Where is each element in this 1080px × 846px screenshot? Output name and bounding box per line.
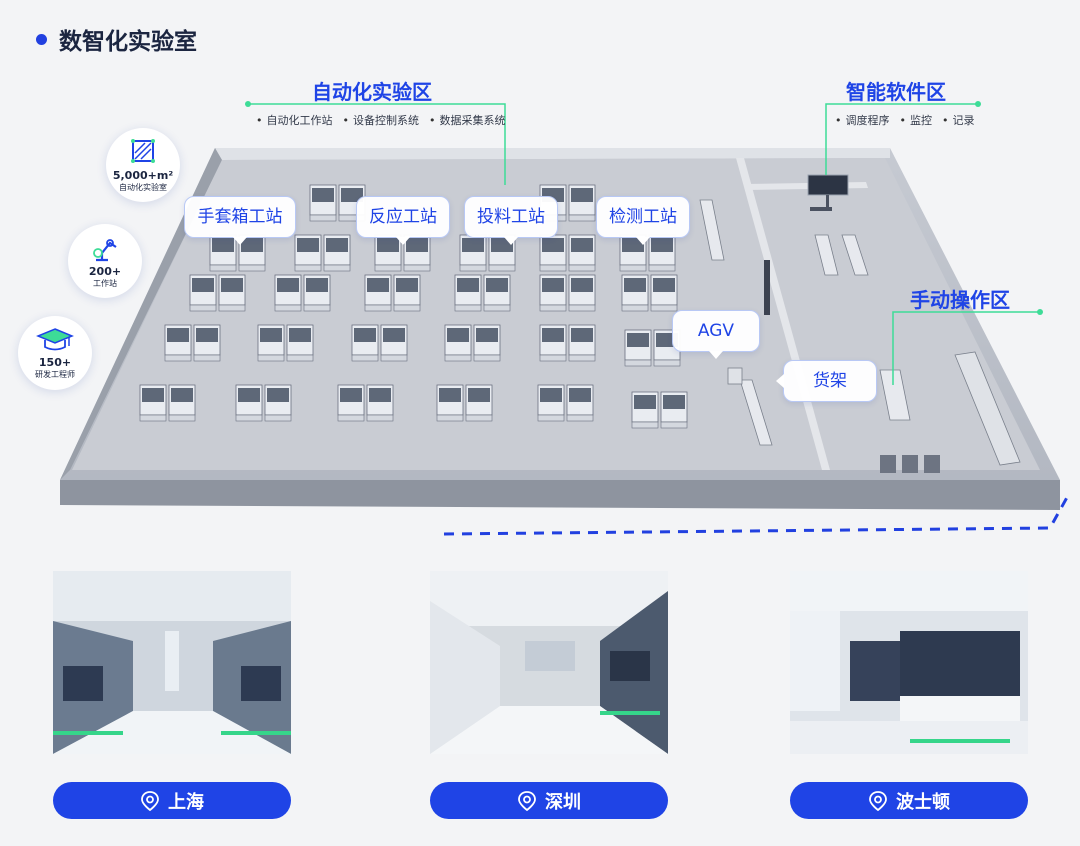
title-bullet	[36, 33, 47, 45]
callout-dot-software	[975, 101, 981, 107]
zone-item: 设备控制系统	[343, 112, 419, 128]
graduation-cap-icon	[36, 328, 74, 351]
label-agv: AGV	[672, 310, 760, 359]
location-pin-icon	[869, 790, 887, 811]
stat-label: 工作站	[93, 279, 117, 288]
zone-sub-software: 调度程序 监控 记录	[835, 112, 975, 128]
callout-dot-manual	[1037, 309, 1043, 315]
dashed-connector	[443, 491, 1072, 536]
location-button-shanghai[interactable]: 上海	[53, 782, 291, 819]
page-title: 数智化实验室	[59, 29, 197, 55]
location-label: 上海	[168, 791, 204, 813]
stat-label: 研发工程师	[35, 370, 75, 379]
software-zone-equipment	[807, 174, 1021, 473]
stat-number: 200+	[88, 265, 122, 278]
zone-item: 调度程序	[835, 112, 890, 128]
stat-number: 5,000+m²	[112, 169, 174, 182]
agv-racks	[699, 199, 773, 446]
zone-sub-automation: 自动化工作站 设备控制系统 数据采集系统	[256, 112, 506, 128]
label-shelf: 货架	[776, 360, 877, 402]
location-button-boston[interactable]: 波士顿	[790, 782, 1028, 819]
stat-number: 150+	[38, 356, 72, 369]
label-glovebox-station: 手套箱工站	[184, 196, 296, 245]
callout-dot-auto	[245, 101, 251, 107]
label-reaction-station: 反应工站	[356, 196, 450, 245]
zone-item: 自动化工作站	[256, 112, 333, 128]
location-label: 波士顿	[896, 791, 950, 813]
photo-shanghai-lab	[53, 571, 291, 754]
callout-lines	[248, 103, 1040, 385]
zone-title-manual: 手动操作区	[910, 288, 1010, 312]
location-pin-icon	[141, 790, 159, 811]
label-feeding-station: 投料工站	[464, 196, 558, 245]
robot-arm-icon	[93, 239, 117, 262]
location-button-shenzhen[interactable]: 深圳	[430, 782, 668, 819]
zone-title-software: 智能软件区	[846, 80, 946, 104]
zone-title-automation: 自动化实验区	[312, 80, 432, 104]
lab-area-icon	[131, 139, 155, 163]
location-pin-icon	[518, 790, 536, 811]
stat-workstations: 200+ 工作站	[68, 224, 142, 298]
stat-label: 自动化实验室	[119, 183, 167, 192]
stat-engineers: 150+ 研发工程师	[18, 316, 92, 390]
photo-shenzhen-lab	[430, 571, 668, 754]
label-detection-station: 检测工站	[596, 196, 690, 245]
zone-item: 监控	[900, 112, 932, 128]
photo-boston-lab	[790, 571, 1028, 754]
zone-item: 数据采集系统	[429, 112, 506, 128]
zone-item: 记录	[942, 112, 975, 128]
location-label: 深圳	[545, 791, 581, 813]
page-header: 数智化实验室	[36, 22, 197, 56]
stat-lab-area: 5,000+m² 自动化实验室	[106, 128, 180, 202]
